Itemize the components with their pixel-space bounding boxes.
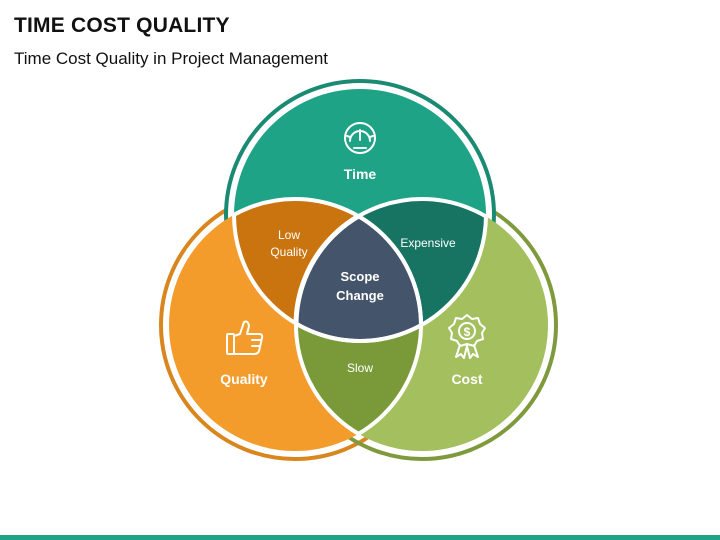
scope-change-label-line1: Scope [340, 269, 379, 284]
gauge-icon [344, 122, 376, 154]
low-quality-label-line1: Low [278, 228, 300, 242]
cost-label: Cost [451, 371, 482, 387]
slow-label: Slow [347, 361, 373, 375]
quality-label: Quality [220, 371, 268, 387]
dollar-badge-icon: $ [448, 314, 486, 359]
bottom-accent-bar [0, 535, 720, 540]
thumbs-up-icon [226, 320, 264, 355]
page-title: TIME COST QUALITY [14, 14, 230, 37]
low-quality-label-line2: Quality [270, 245, 307, 259]
svg-text:$: $ [464, 325, 471, 339]
page-subtitle: Time Cost Quality in Project Management [14, 49, 328, 68]
expensive-label: Expensive [400, 236, 456, 250]
time-label: Time [344, 166, 377, 182]
scope-change-label-line2: Change [336, 288, 384, 303]
